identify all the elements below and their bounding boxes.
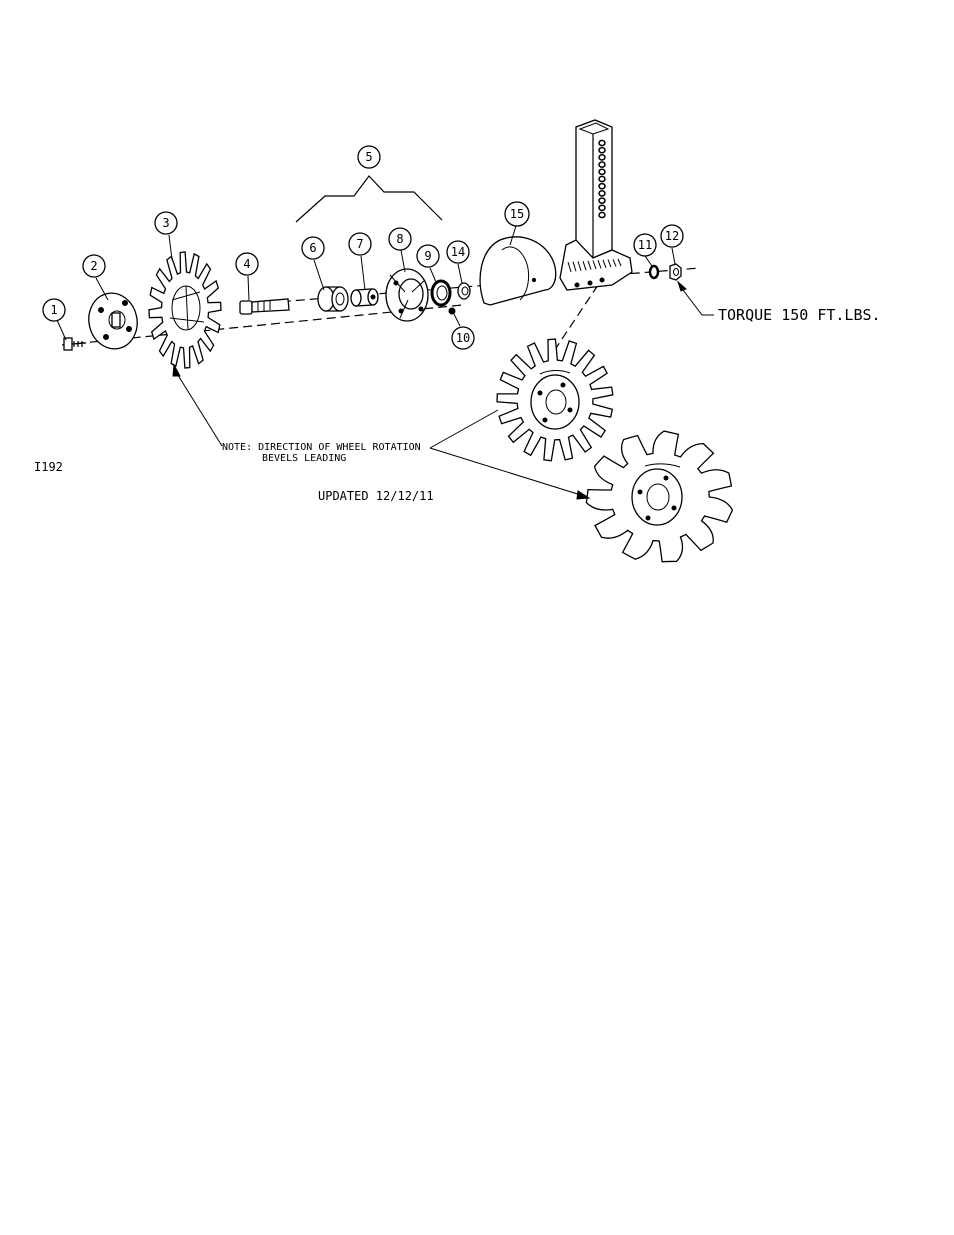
part-10-set-screw bbox=[449, 308, 455, 314]
alternate-spiked-wheel bbox=[497, 339, 613, 461]
callout-2: 2 bbox=[83, 255, 105, 277]
callout-1: 1 bbox=[43, 299, 65, 321]
part-4-axle-bolt bbox=[240, 299, 289, 314]
frame-square-tube bbox=[576, 120, 612, 258]
part-9-seal bbox=[432, 281, 450, 305]
callout-6: 6 bbox=[302, 237, 324, 259]
svg-text:7: 7 bbox=[356, 237, 363, 251]
callout-3: 3 bbox=[155, 212, 177, 234]
svg-text:9: 9 bbox=[424, 249, 431, 263]
part-1-bolt bbox=[64, 338, 86, 350]
rotation-note-line-2: BEVELS LEADING bbox=[262, 453, 346, 464]
callout-5: 5 bbox=[358, 146, 380, 168]
svg-text:15: 15 bbox=[510, 207, 524, 221]
torque-note: TORQUE 150 FT.LBS. bbox=[718, 306, 881, 324]
svg-text:6: 6 bbox=[309, 241, 316, 255]
part-5-group-bracket bbox=[296, 176, 442, 222]
callout-11: 11 bbox=[634, 234, 656, 256]
part-15-hub-cover bbox=[480, 237, 556, 305]
part-12-nut bbox=[670, 264, 681, 280]
part-3-spiked-wheel bbox=[149, 252, 221, 368]
svg-text:10: 10 bbox=[456, 331, 470, 345]
callout-14: 14 bbox=[447, 241, 469, 263]
drawing-code: I192 bbox=[34, 460, 63, 474]
part-11-washer bbox=[650, 266, 658, 278]
part-14-washer bbox=[458, 283, 470, 299]
callout-7: 7 bbox=[349, 233, 371, 255]
part-6-bearing bbox=[318, 287, 348, 311]
axle-centerline bbox=[240, 268, 700, 305]
svg-text:1: 1 bbox=[50, 303, 57, 317]
svg-text:4: 4 bbox=[243, 257, 250, 271]
svg-text:3: 3 bbox=[162, 216, 169, 230]
callout-4: 4 bbox=[236, 253, 258, 275]
callout-10: 10 bbox=[452, 327, 474, 349]
alternate-curved-blade-wheel bbox=[586, 431, 732, 562]
callout-15: 15 bbox=[505, 202, 529, 226]
rotation-note-line-1: NOTE: DIRECTION OF WHEEL ROTATION bbox=[222, 442, 421, 453]
svg-text:5: 5 bbox=[365, 150, 372, 164]
updated-date: UPDATED 12/12/11 bbox=[318, 489, 434, 503]
callout-9: 9 bbox=[417, 245, 439, 267]
callout-12: 12 bbox=[661, 225, 683, 247]
svg-text:12: 12 bbox=[665, 229, 679, 243]
svg-text:14: 14 bbox=[451, 245, 465, 259]
callout-8: 8 bbox=[389, 228, 411, 250]
part-8-hub-casting bbox=[386, 269, 428, 321]
svg-text:8: 8 bbox=[396, 232, 403, 246]
part-7-spacer bbox=[351, 289, 378, 306]
svg-text:2: 2 bbox=[90, 259, 97, 273]
svg-text:11: 11 bbox=[638, 238, 652, 252]
part-2-flange-hub bbox=[84, 289, 143, 354]
